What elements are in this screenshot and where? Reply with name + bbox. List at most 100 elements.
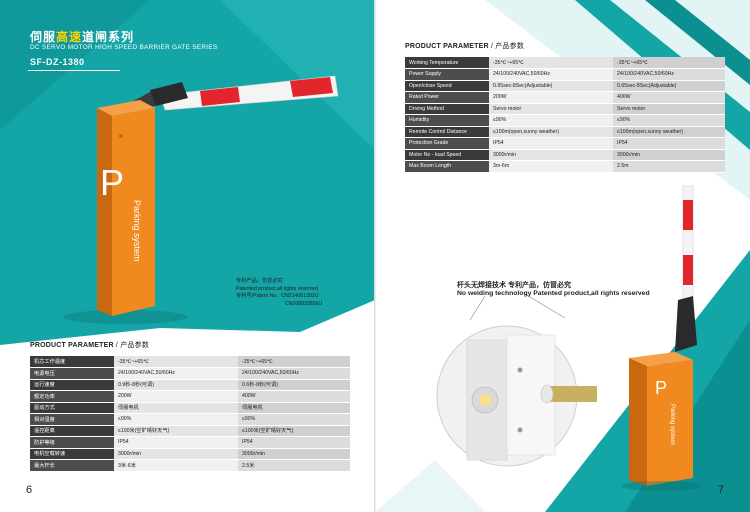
param-name: Humidity xyxy=(405,114,489,127)
table-row: Humidity≤90%≤90% xyxy=(405,114,725,127)
param-name: 最大杆长 xyxy=(30,459,114,472)
param-value-200w: 24/100/240VAC,50/60Hz xyxy=(489,68,613,81)
table-row: 驱动方式伺服电机伺服电机 xyxy=(30,402,350,414)
param-value-200w: ≤90% xyxy=(489,114,613,127)
param-value-400w: -35℃~+65℃ xyxy=(613,57,725,69)
cabinet-shadow xyxy=(63,310,187,324)
boom-shaft xyxy=(547,386,597,402)
boom-red-stripe xyxy=(683,255,693,285)
patent-number-2: CN208933856U xyxy=(285,300,323,307)
param-name: 遥控距离 xyxy=(30,425,114,437)
param-value-200w: ≤100米(空旷晴好天气) xyxy=(114,425,238,437)
param-value-400w: 400W xyxy=(238,390,350,403)
boom-red-stripe xyxy=(683,200,693,230)
param-value-400w: 伺服电机 xyxy=(238,402,350,414)
page-fold xyxy=(374,0,376,512)
page-number-right: 7 xyxy=(717,484,724,496)
barrier-cabinet xyxy=(97,100,155,316)
boom-red-stripe xyxy=(200,87,240,106)
no-welding-note-cn: 杆头无焊接技术 专利产品，仿冒必究 xyxy=(457,282,571,289)
patent-number: 专利号/Patent No：CN214061392U xyxy=(236,293,319,300)
cabinet-logo-small: P xyxy=(655,378,668,398)
boom-arm xyxy=(128,75,339,112)
param-name: Open/close Speed xyxy=(405,80,489,92)
param-name: Remote Control Distance xyxy=(405,126,489,138)
param-value-400w: IP54 xyxy=(613,137,725,150)
cabinet-text: Parking system xyxy=(132,200,142,262)
param-name: Rated Power xyxy=(405,91,489,104)
param-name: 相对湿度 xyxy=(30,413,114,426)
param-value-200w: 200W xyxy=(114,390,238,403)
param-value-400w: 24/100/240VAC,50/60Hz xyxy=(613,68,725,81)
vertical-boom xyxy=(675,185,697,352)
param-value-200w: 3000r/min xyxy=(489,149,613,161)
bolt-light xyxy=(479,394,491,406)
model-number: SF-DZ-1380 xyxy=(30,57,85,67)
barrier-cabinet-small xyxy=(629,352,693,486)
param-name: Protection Grade xyxy=(405,137,489,150)
detail-circle xyxy=(436,293,597,467)
cabinet-shadow xyxy=(621,481,701,491)
param-value-400w: 24/100/240VAC,50/60Hz xyxy=(238,367,350,380)
param-value-400w: ≤90% xyxy=(238,413,350,426)
faint-corner-left xyxy=(375,460,485,512)
param-value-200w: 伺服电机 xyxy=(114,402,238,414)
patent-notes: 专利产品，仿冒必究 Patented product,all rights re… xyxy=(236,278,322,308)
param-value-400w: -35℃~+65℃ xyxy=(238,356,350,368)
param-name: Driving Method xyxy=(405,103,489,115)
param-value-400w: 3000r/min xyxy=(238,448,350,460)
param-name: 驱动方式 xyxy=(30,402,114,414)
param-value-200w: 0.9秒-8秒(可调) xyxy=(114,379,238,391)
boom-hinge xyxy=(150,82,188,106)
param-name: 电源电压 xyxy=(30,367,114,380)
param-value-200w: 0.95sec-8Sec(Adjustable) xyxy=(489,80,613,92)
patent-note-cn: 专利产品，仿冒必究 xyxy=(236,278,283,284)
param-value-400w: 0.65sec-8Sec(Adjustable) xyxy=(613,80,725,92)
param-value-200w: Servo motor xyxy=(489,103,613,115)
series-title-cn: 伺服高速道闸系列 xyxy=(30,30,135,44)
page-number-left: 6 xyxy=(26,484,33,496)
param-value-200w: 3米-6米 xyxy=(114,459,238,472)
param-name: Max Boom Length xyxy=(405,160,489,173)
param-name: 机芯工作温度 xyxy=(30,356,114,368)
param-value-200w: -35℃~+65℃ xyxy=(489,57,613,69)
table-row: Remote Control Distance≤100m(open,sunny … xyxy=(405,126,725,138)
boom-red-stripe xyxy=(290,77,333,97)
table-row: Working Temperature-35℃~+65℃-35℃~+65℃ xyxy=(405,57,725,69)
teal-dark-stripe xyxy=(0,0,150,130)
table-row: 相对湿度≤90%≤90% xyxy=(30,413,350,426)
table-row: 机芯工作温度-35℃~+65℃-35℃~+65℃ xyxy=(30,356,350,368)
parameter-heading-left: PRODUCT PARAMETER / 产品参数 xyxy=(30,342,150,349)
param-value-400w: 0.6秒-8秒(可调) xyxy=(238,379,350,391)
param-value-200w: IP54 xyxy=(489,137,613,150)
param-value-400w: ≤100米(空旷晴好天气) xyxy=(238,425,350,437)
param-name: 电机空载转速 xyxy=(30,448,114,460)
param-value-200w: 24/100/240VAC,50/60Hz xyxy=(114,367,238,380)
param-name: 防护等级 xyxy=(30,436,114,449)
param-value-400w: 400W xyxy=(613,91,725,104)
param-name: Power Supply xyxy=(405,68,489,81)
param-value-400w: 2.5米 xyxy=(238,459,350,472)
boom-hinge xyxy=(675,296,697,352)
cabinet-text-small: Parking system xyxy=(669,404,675,446)
param-value-200w: ≤100m(open,sunny weather) xyxy=(489,126,613,138)
parameter-heading-right: PRODUCT PARAMETER / 产品参数 xyxy=(405,43,525,50)
right-page: PRODUCT PARAMETER / 产品参数 Working Tempera… xyxy=(375,0,750,512)
param-value-200w: 3m-6m xyxy=(489,160,613,173)
cabinet-logo: P xyxy=(100,162,125,203)
param-value-400w: ≤100m(open,sunny weather) xyxy=(613,126,725,138)
model-underline xyxy=(28,70,120,71)
param-name: 运行速度 xyxy=(30,379,114,391)
param-value-200w: ≤90% xyxy=(114,413,238,426)
